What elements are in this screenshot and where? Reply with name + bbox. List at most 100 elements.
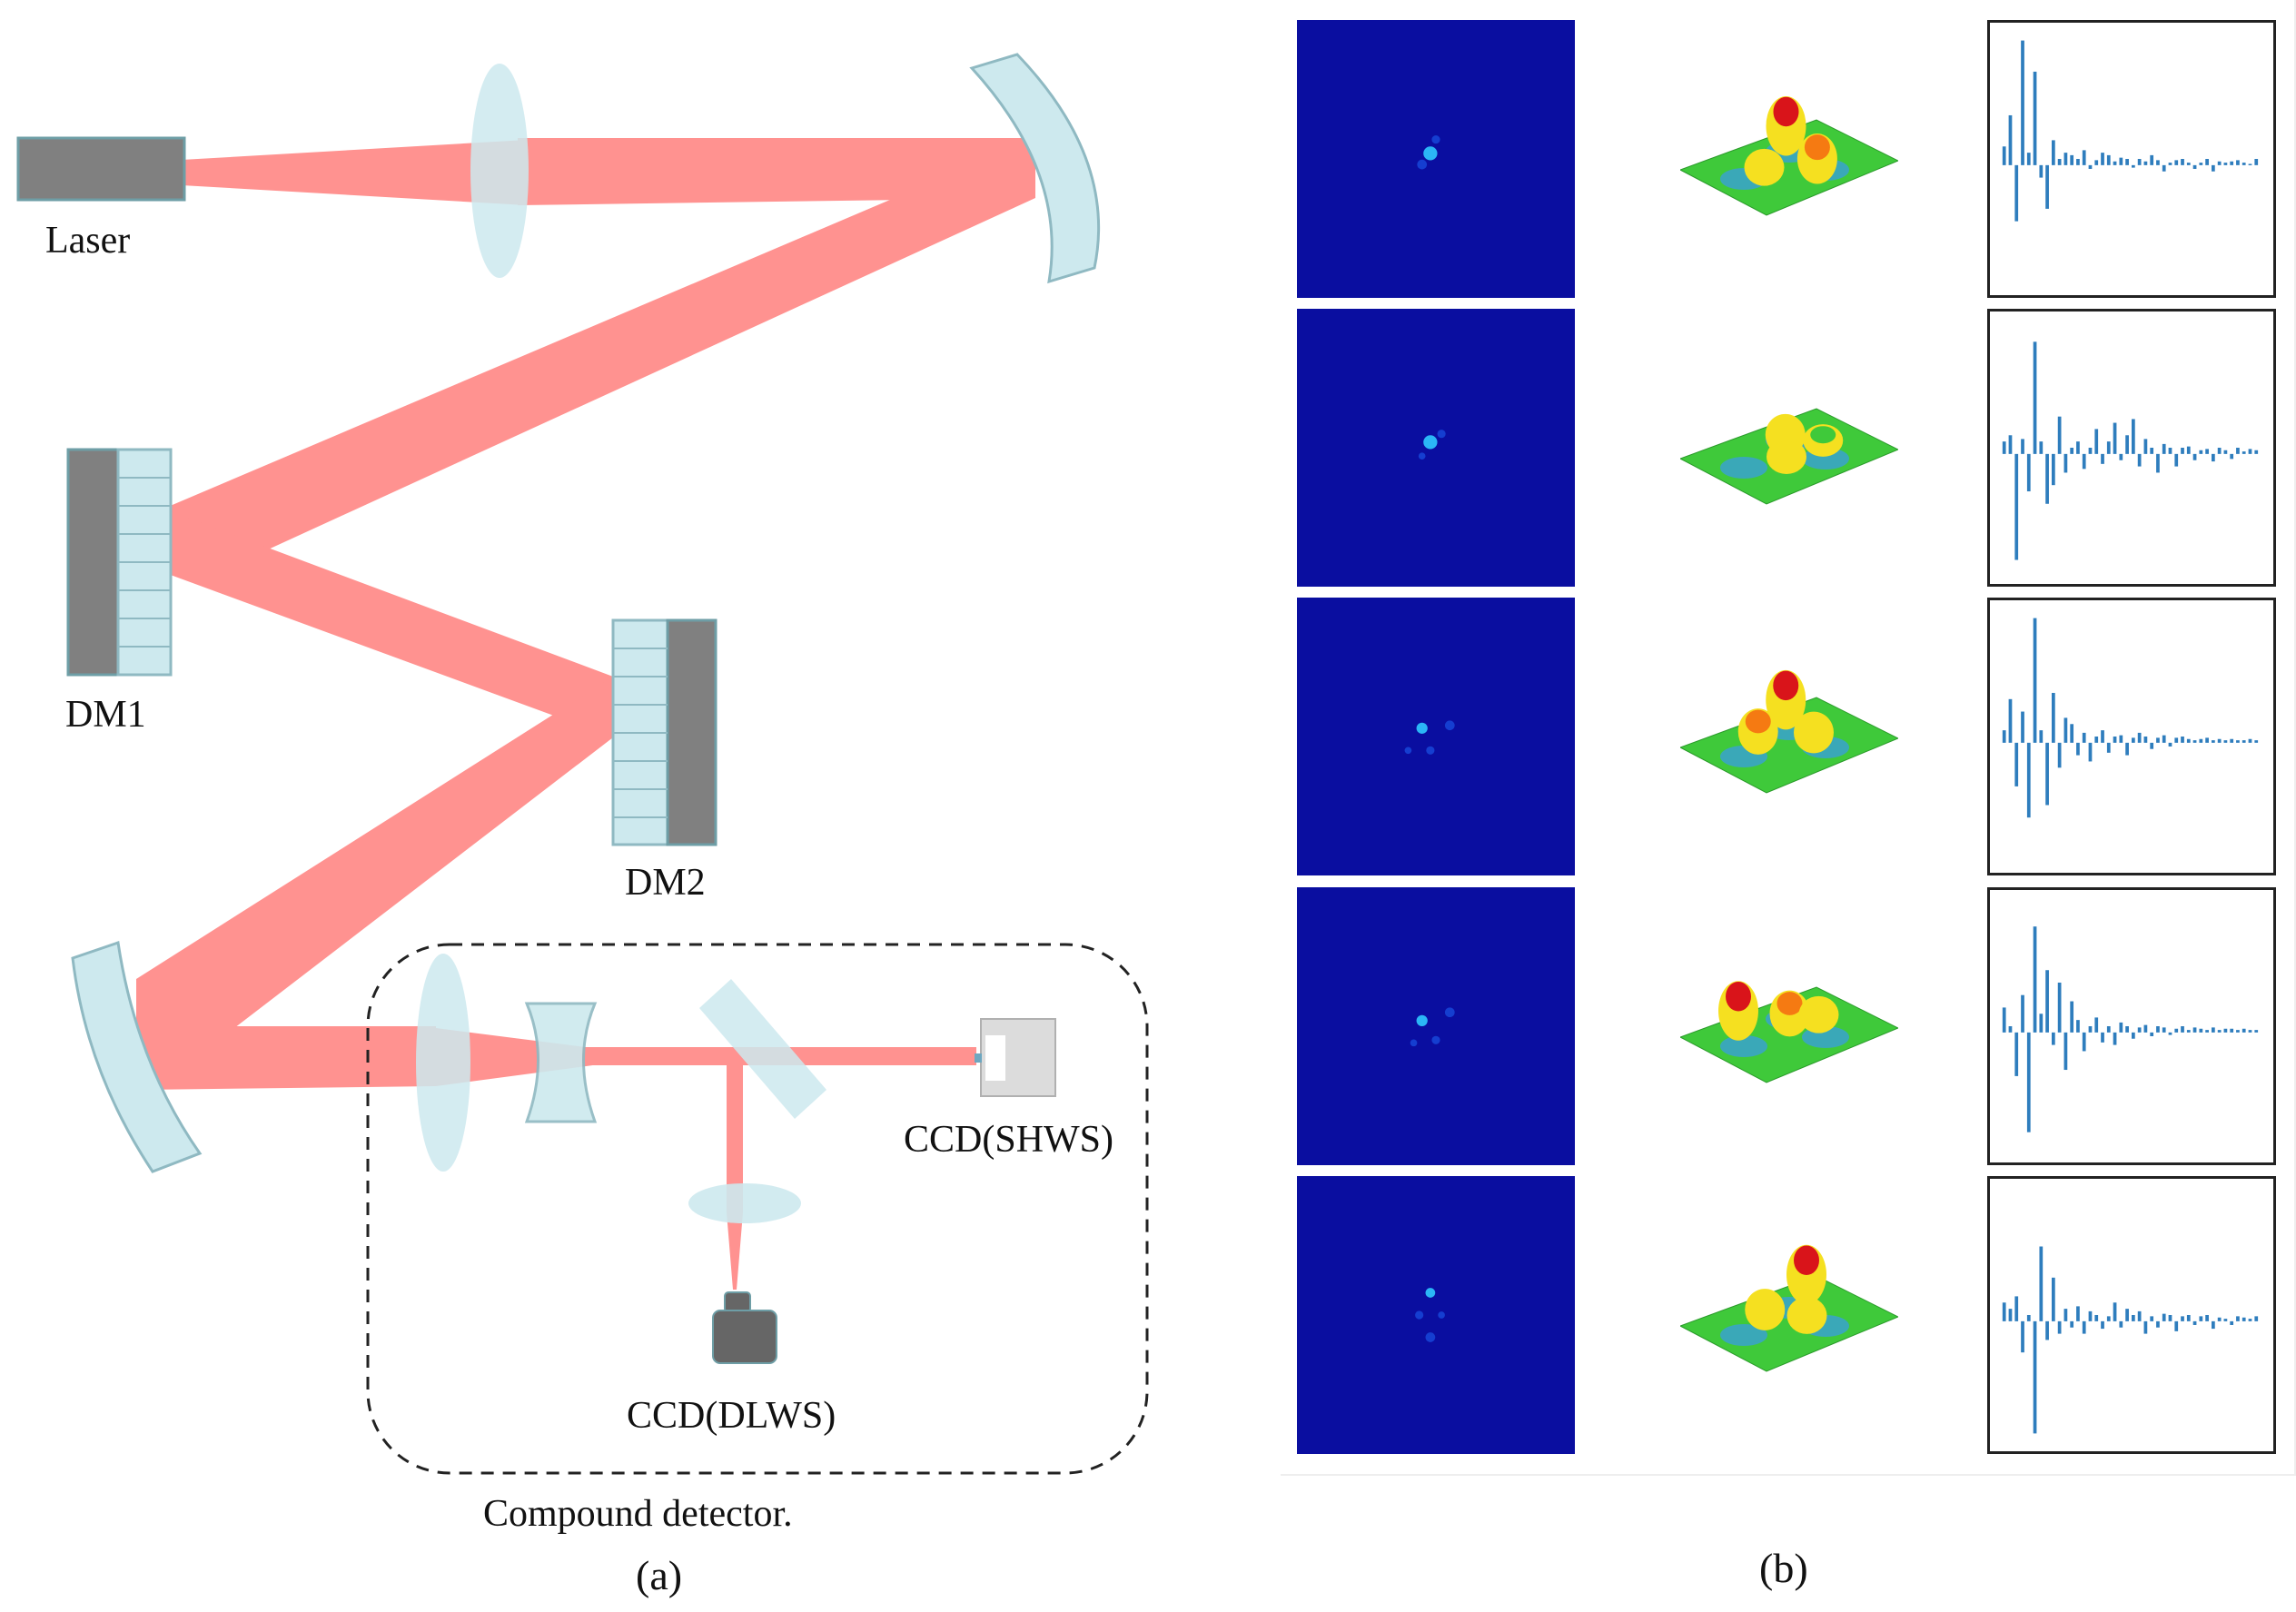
beam-lens-to-focus (436, 1028, 599, 1086)
coefficient-bar (2119, 157, 2123, 165)
coefficient-bar (2168, 448, 2172, 454)
coefficient-bar (2088, 1310, 2093, 1321)
coefficient-bar (2008, 114, 2013, 165)
ccd-shws-label: CCD(SHWS) (904, 1119, 1113, 1161)
coefficient-bar (2033, 71, 2037, 165)
ccd-dlws-camera (712, 1291, 777, 1364)
coefficient-bar (2186, 163, 2191, 165)
coefficient-bar (2192, 1027, 2197, 1033)
coefficient-bar (2014, 1032, 2019, 1076)
laser-beam (136, 138, 1035, 1290)
coefficient-bar (2150, 1316, 2154, 1321)
surface-dip (1720, 1324, 1767, 1346)
coefficient-bar (2248, 1030, 2252, 1033)
coefficient-bar (2119, 735, 2123, 743)
coefficient-bar (2174, 1320, 2179, 1331)
wavefront-surface-plot (1680, 1244, 1898, 1372)
zernike-coefficient-chart (1987, 598, 2276, 875)
coefficient-bar (2063, 1309, 2068, 1321)
psf-spot (1444, 720, 1455, 731)
coefficient-bar (2119, 453, 2123, 460)
coefficient-bar (2230, 738, 2234, 743)
coefficient-bar (2014, 742, 2019, 786)
coefficient-bar (2205, 737, 2209, 743)
coefficient-bar (2057, 982, 2062, 1033)
psf-spot (1426, 746, 1435, 755)
psf-spot (1410, 1039, 1418, 1047)
coefficient-bar (2212, 1320, 2215, 1330)
coefficient-bar (2143, 439, 2148, 454)
beam-to-dlws (727, 1058, 743, 1212)
coefficient-bar (2236, 1316, 2240, 1321)
deformable-mirror-1 (66, 448, 173, 677)
coefficient-bar (2021, 711, 2024, 743)
wavefront-surface-plot (1680, 408, 1898, 505)
curved-mirror-1 (969, 53, 1101, 284)
coefficient-bar (2033, 926, 2037, 1033)
coefficient-bar (2217, 1317, 2222, 1321)
coefficient-bar (2181, 1316, 2184, 1321)
surface-peak-top (1774, 440, 1799, 460)
coefficient-bar (2002, 146, 2006, 165)
coefficient-bar (2168, 1032, 2172, 1035)
coefficient-bar (2137, 453, 2142, 467)
coefficient-bar (2162, 164, 2166, 172)
coefficient-bar (2242, 1028, 2246, 1033)
coefficient-bar (2174, 1028, 2179, 1033)
coefficient-bar (2039, 1014, 2044, 1033)
coefficient-bar (2014, 453, 2019, 560)
coefficient-bar (2205, 1030, 2209, 1033)
surface-peak-top (1773, 670, 1799, 701)
coefficient-bar (2057, 159, 2062, 165)
coefficient-bar (2150, 448, 2154, 454)
lens-1 (470, 64, 529, 278)
coefficient-bar (2181, 1026, 2184, 1033)
coefficient-bar (2254, 740, 2259, 743)
coefficient-bar (2057, 742, 2062, 768)
coefficient-bar (2094, 429, 2099, 454)
coefficient-bar (2174, 737, 2179, 743)
coefficient-bar (2033, 618, 2037, 743)
surface-peak-top (1810, 426, 1836, 444)
coefficient-bar (2094, 1315, 2099, 1321)
zernike-coefficient-chart (1987, 20, 2276, 298)
coefficient-bar (2094, 1017, 2099, 1033)
coefficient-bar (2106, 441, 2111, 454)
coefficient-bar (2205, 1315, 2209, 1321)
coefficient-bar (2137, 1027, 2142, 1033)
coefficient-bar (2026, 153, 2031, 165)
dm1-label: DM1 (65, 694, 146, 736)
coefficient-bar (2254, 159, 2259, 165)
coefficient-bar (2192, 164, 2197, 169)
ccd-dlws-label: CCD(DLWS) (627, 1395, 836, 1437)
coefficient-bar (2033, 341, 2037, 454)
coefficient-bar (2106, 1316, 2111, 1321)
coefficient-bar (2174, 160, 2179, 165)
laser-label: Laser (45, 220, 130, 262)
coefficient-bar (2125, 1026, 2129, 1033)
coefficient-bar (2113, 161, 2117, 165)
coefficient-bar (2168, 1315, 2172, 1321)
coefficient-bar (2192, 1320, 2197, 1325)
coefficient-bar (2254, 1316, 2259, 1321)
coefficient-bar (2051, 453, 2055, 486)
coefficient-bar (2199, 1316, 2203, 1321)
psf-spot (1425, 1288, 1436, 1298)
coefficient-bar (2026, 742, 2031, 818)
coefficient-bar (2223, 1319, 2228, 1321)
surface-dip (1720, 457, 1767, 479)
coefficient-bar (2242, 1317, 2246, 1321)
coefficient-bar (2051, 692, 2055, 743)
coefficient-bar (2082, 1320, 2086, 1334)
optical-setup-diagram: Laser DM1 DM2 (16, 53, 1149, 1598)
surface-peak-top (1801, 713, 1826, 735)
coefficient-bar (2242, 163, 2246, 165)
psf-image (1297, 887, 1575, 1165)
coefficient-bar (2088, 742, 2093, 762)
coefficient-bar (2248, 1319, 2252, 1321)
psf-image (1297, 1176, 1575, 1454)
coefficient-bar (2101, 1320, 2104, 1330)
coefficient-bar (2132, 419, 2135, 454)
psf-spot (1404, 747, 1412, 755)
coefficient-bar (2106, 1026, 2111, 1033)
